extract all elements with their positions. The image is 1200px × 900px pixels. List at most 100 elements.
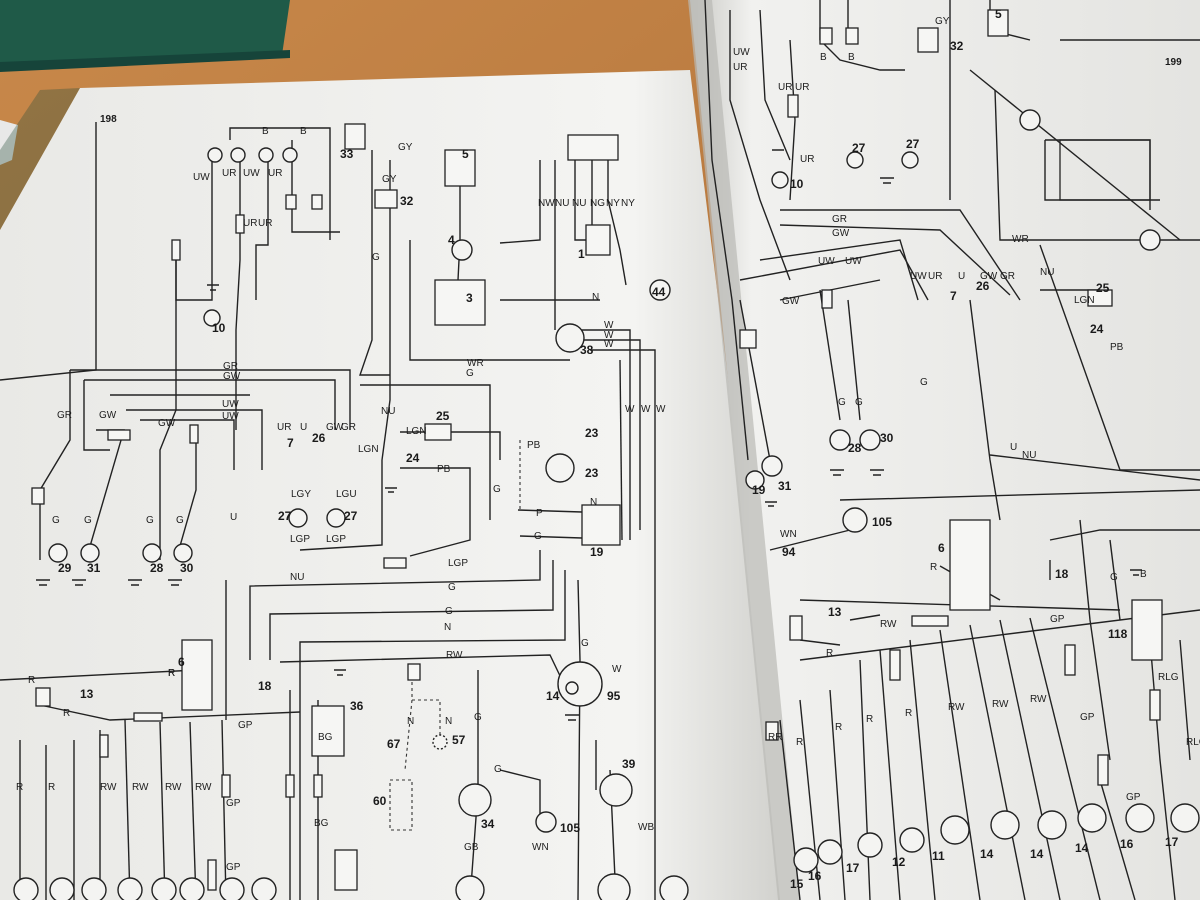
wire-color-label: NG bbox=[590, 198, 605, 209]
wire-color-label: G bbox=[493, 484, 501, 495]
wire-color-label: GW bbox=[980, 271, 998, 282]
wire-color-label: W bbox=[625, 404, 635, 415]
wire-color-label: G bbox=[146, 515, 154, 526]
component-number: 30 bbox=[180, 561, 194, 575]
wire-color-label: R bbox=[168, 668, 175, 679]
component-number: 5 bbox=[462, 147, 469, 161]
component-number: 67 bbox=[387, 737, 401, 751]
wire-color-label: WB bbox=[638, 822, 654, 833]
component-number: 24 bbox=[1090, 322, 1104, 336]
wire-color-label: N bbox=[445, 716, 452, 727]
component-number: 17 bbox=[846, 861, 860, 875]
wire-color-label: RW bbox=[165, 782, 182, 793]
wire-color-label: NY bbox=[606, 198, 620, 209]
wire-color-label: RW bbox=[446, 650, 463, 661]
component-number: 30 bbox=[880, 431, 894, 445]
wire-color-label: RW bbox=[195, 782, 212, 793]
component-number: 38 bbox=[580, 343, 594, 357]
component-number: 6 bbox=[938, 541, 945, 555]
wire-color-label: G bbox=[466, 368, 474, 379]
wire-color-label: GP bbox=[226, 798, 241, 809]
wire-color-label: W bbox=[604, 330, 614, 341]
page-number-right: 199 bbox=[1165, 57, 1182, 68]
component-number: 60 bbox=[373, 794, 387, 808]
wire-color-label: GP bbox=[226, 862, 241, 873]
component-number: 16 bbox=[808, 869, 822, 883]
component-number: 26 bbox=[976, 279, 990, 293]
wire-color-label: GR bbox=[832, 214, 847, 225]
wire-color-label: PB bbox=[1110, 342, 1124, 353]
wire-color-label: R bbox=[866, 714, 873, 725]
wire-color-label: W bbox=[641, 404, 651, 415]
wire-color-label: U bbox=[958, 271, 965, 282]
wire-color-label: G bbox=[448, 582, 456, 593]
wire-color-label: GP bbox=[1126, 792, 1141, 803]
wire-color-label: G bbox=[1110, 572, 1118, 583]
wire-color-label: GW bbox=[99, 410, 117, 421]
green-mat-edge bbox=[0, 50, 290, 72]
wire-color-label: UR bbox=[795, 82, 809, 93]
component-number: 36 bbox=[350, 699, 364, 713]
component-number: 4 bbox=[448, 233, 455, 247]
page-gutter bbox=[688, 0, 800, 900]
component-number: 26 bbox=[312, 431, 326, 445]
component-number: 28 bbox=[848, 441, 862, 455]
wire-color-label: UR bbox=[778, 82, 792, 93]
white-object bbox=[0, 120, 18, 165]
wire-color-label: PB bbox=[527, 440, 541, 451]
wire-color-label: LGN bbox=[1074, 295, 1095, 306]
wire-color-label: G bbox=[494, 764, 502, 775]
component-number: 27 bbox=[278, 509, 292, 523]
wire-color-label: R bbox=[28, 675, 35, 686]
component-number: 94 bbox=[782, 545, 796, 559]
wire-color-label: RLG bbox=[1158, 672, 1179, 683]
wire-color-label: GR bbox=[57, 410, 72, 421]
component-number: 11 bbox=[932, 849, 945, 863]
wire-color-label: GY bbox=[398, 142, 413, 153]
component-number: 18 bbox=[258, 679, 272, 693]
wire-color-label: NU bbox=[1040, 267, 1054, 278]
component-number: 57 bbox=[452, 733, 466, 747]
wire-color-label: BG bbox=[318, 732, 333, 743]
component-number: 27 bbox=[344, 509, 358, 523]
wire-color-label: WR bbox=[1012, 234, 1029, 245]
component-number: 7 bbox=[287, 436, 294, 450]
wire-color-label: R bbox=[796, 737, 803, 748]
wire-color-label: G bbox=[176, 515, 184, 526]
component-number: 28 bbox=[150, 561, 164, 575]
page-number-left: 198 bbox=[100, 114, 117, 125]
component-number: 13 bbox=[828, 605, 842, 619]
wire-color-label: R bbox=[168, 668, 175, 679]
wire-color-label: W bbox=[656, 404, 666, 415]
wire-color-label: N bbox=[407, 716, 414, 727]
wire-color-label: W bbox=[604, 320, 614, 331]
wire-color-label: NY bbox=[621, 198, 635, 209]
wire-color-label: UW bbox=[193, 172, 210, 183]
wire-color-label: G bbox=[474, 712, 482, 723]
component-number: 3 bbox=[466, 291, 473, 305]
left-wiring-diagram bbox=[0, 122, 784, 900]
wire-color-label: UR bbox=[800, 154, 814, 165]
wire-color-label: NU bbox=[572, 198, 586, 209]
wire-color-label: RW bbox=[132, 782, 149, 793]
component-number: 32 bbox=[400, 194, 414, 208]
wire-color-label: U bbox=[230, 512, 237, 523]
component-number: 14 bbox=[1030, 847, 1044, 861]
wire-color-label: GP bbox=[1050, 614, 1065, 625]
wire-color-label: GW bbox=[223, 371, 241, 382]
component-number: 23 bbox=[585, 426, 599, 440]
wire-color-label: RW bbox=[948, 702, 965, 713]
wire-color-label: PB bbox=[437, 464, 451, 475]
wire-color-label: LGU bbox=[336, 489, 357, 500]
left-page-edge bbox=[0, 88, 80, 230]
wire-color-label: G bbox=[855, 397, 863, 408]
wire-color-label: NU bbox=[555, 198, 569, 209]
component-number: 39 bbox=[622, 757, 636, 771]
wire-color-label: R bbox=[835, 722, 842, 733]
wire-color-label: LGY bbox=[291, 489, 311, 500]
wire-color-label: WN bbox=[532, 842, 549, 853]
wire-color-label: RR bbox=[768, 732, 782, 743]
wire-color-label: GB bbox=[464, 842, 479, 853]
wire-color-label: B bbox=[300, 126, 307, 137]
